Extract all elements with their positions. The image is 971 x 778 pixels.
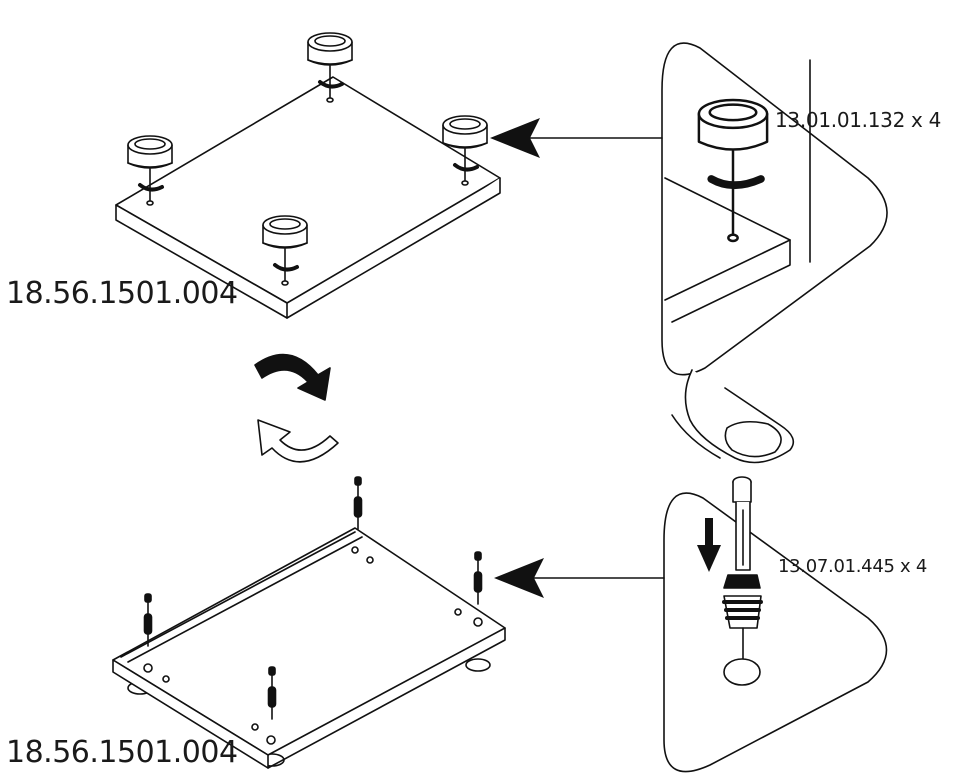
top-plate-part-number: 18.56.1501.004 bbox=[6, 276, 238, 311]
finger-icon bbox=[671, 369, 795, 464]
pin-part-callout: 13.07.01.445 x 4 bbox=[778, 556, 927, 577]
top-plate bbox=[115, 76, 501, 319]
foot-callout-arrow bbox=[490, 118, 663, 158]
foot-part-callout: 13.01.01.132 x 4 bbox=[775, 108, 942, 132]
pin-callout-arrow bbox=[494, 558, 665, 598]
curved-arrow-outline-icon bbox=[257, 419, 339, 463]
down-arrow-icon bbox=[697, 518, 721, 572]
foot-callout bbox=[661, 42, 888, 376]
bottom-plate-part-number: 18.56.1501.004 bbox=[6, 735, 238, 770]
curved-arrow-black-icon bbox=[254, 353, 331, 401]
pin-callout bbox=[663, 476, 888, 773]
bottom-plate bbox=[112, 527, 506, 769]
